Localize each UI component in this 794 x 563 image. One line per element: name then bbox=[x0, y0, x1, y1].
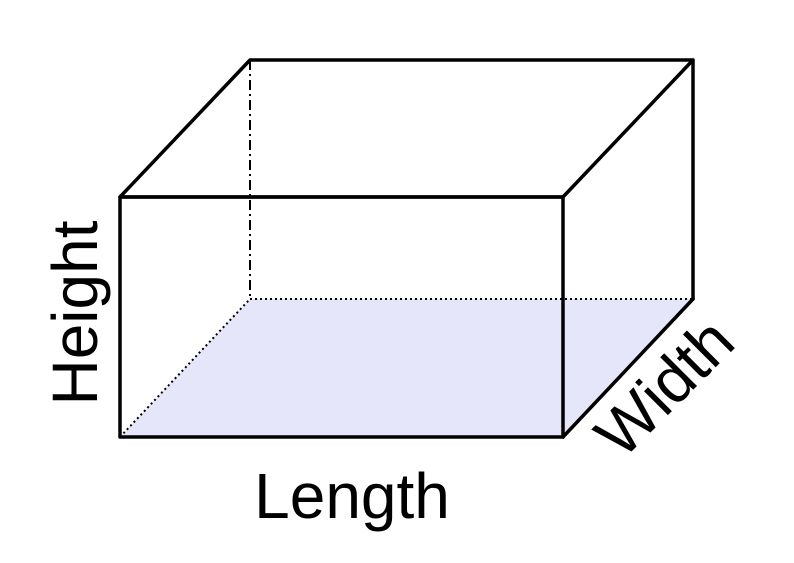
right-bottom-depth-edge bbox=[561, 297, 695, 439]
top-face bbox=[118, 58, 695, 199]
height-label: Height bbox=[39, 220, 111, 405]
length-label: Length bbox=[254, 460, 450, 532]
front-face bbox=[118, 195, 565, 439]
base-face bbox=[120, 299, 693, 437]
hidden-left-depth-edge bbox=[119, 298, 251, 438]
